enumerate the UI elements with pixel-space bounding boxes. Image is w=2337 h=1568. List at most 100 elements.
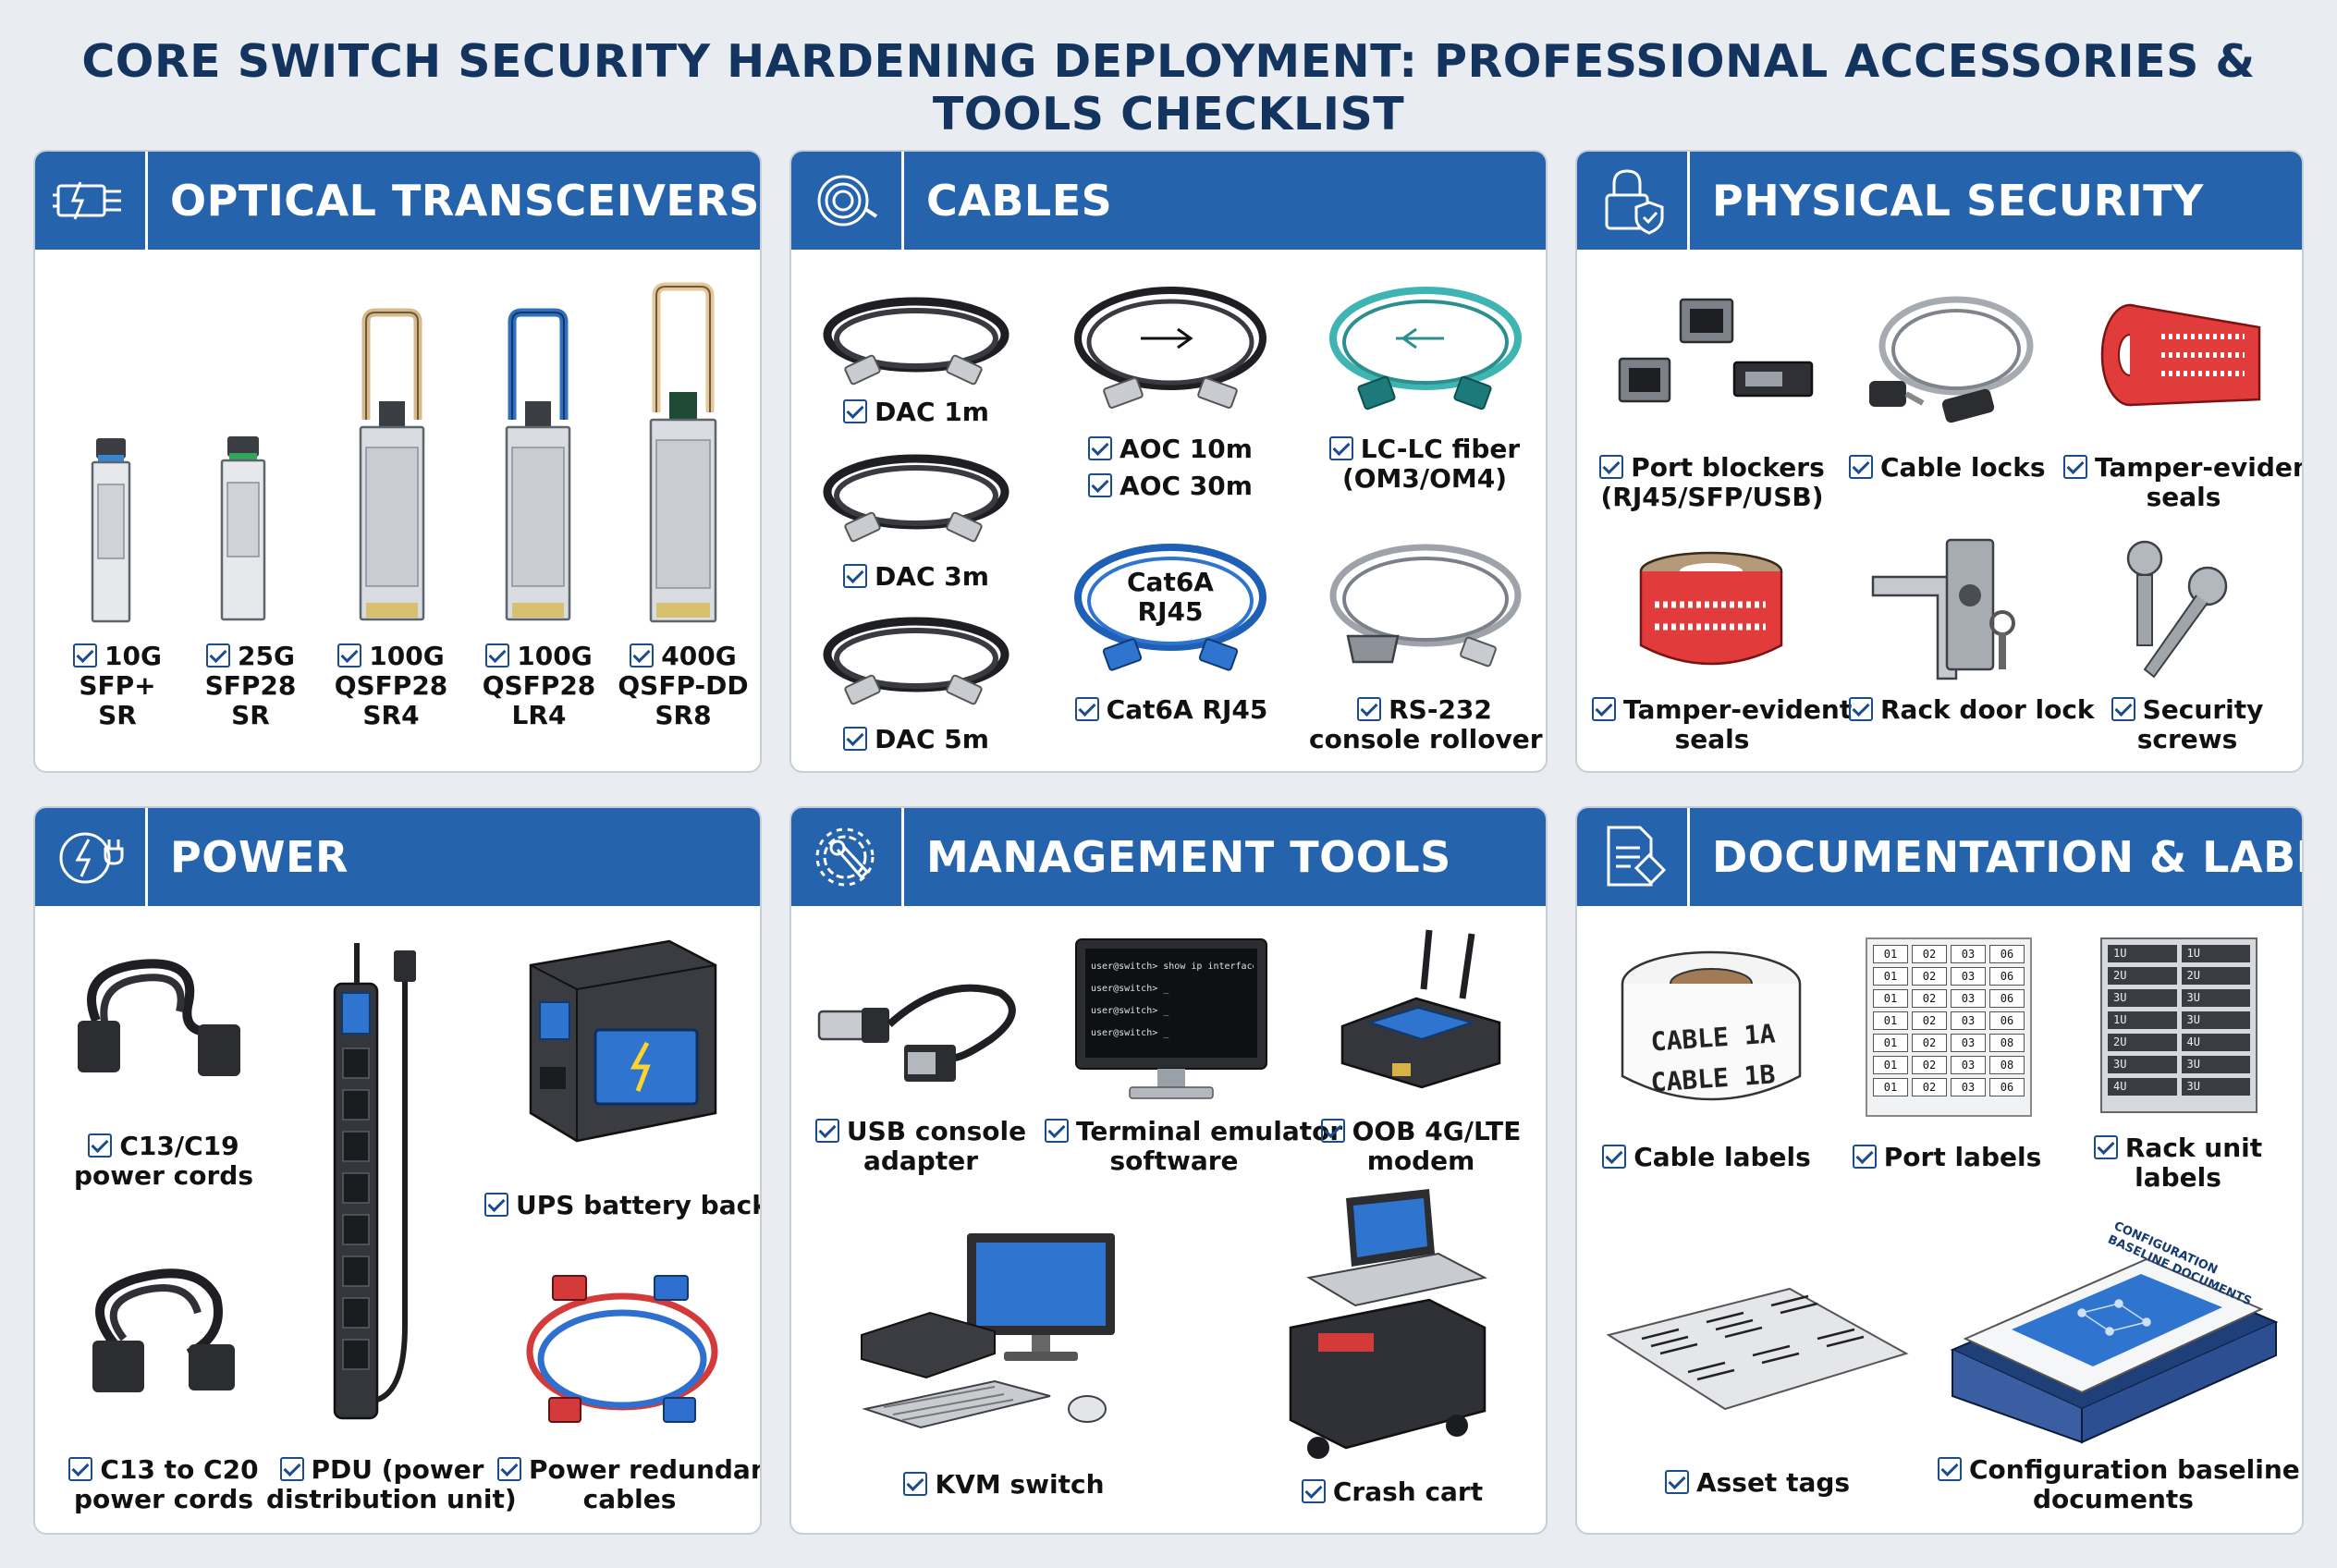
checklist-item-dac-5m[interactable]: DAC 5m xyxy=(810,725,1022,754)
checkbox-checked-icon[interactable] xyxy=(843,727,868,751)
port-label-cell: 01 xyxy=(1873,1078,1908,1096)
checklist-item-tamper-evident-seals-a[interactable]: Tamper-evident seals xyxy=(2063,453,2302,512)
checklist-item-400g-qsfp-dd[interactable]: 400G QSFP-DD SR8 xyxy=(618,641,749,730)
checklist-item-cable-labels[interactable]: Cable labels xyxy=(1596,1143,1817,1172)
checklist-item-aoc-30m[interactable]: AOC 30m xyxy=(1069,472,1272,501)
checklist-item-asset-tags[interactable]: Asset tags xyxy=(1651,1468,1864,1498)
sfp-plus-module-image xyxy=(91,438,131,623)
port-label-cell: 02 xyxy=(1912,945,1947,963)
checklist-item-rs232-console-rollover[interactable]: RS-232 console rollover xyxy=(1309,694,1543,754)
sfp28-module-image xyxy=(220,436,266,621)
checkbox-checked-icon[interactable] xyxy=(1664,1470,1689,1494)
panel-header: PHYSICAL SECURITY xyxy=(1577,152,2302,250)
rack-label-cell: 3U xyxy=(2181,1078,2250,1096)
port-label-cell: 02 xyxy=(1912,1078,1947,1096)
checkbox-checked-icon[interactable] xyxy=(2111,697,2135,721)
checklist-item-cable-locks[interactable]: Cable locks xyxy=(1849,453,2046,483)
gear-wrench-icon xyxy=(791,808,904,906)
checkbox-checked-icon[interactable] xyxy=(843,564,868,588)
checkbox-checked-icon[interactable] xyxy=(1849,697,1873,721)
checkbox-checked-icon[interactable] xyxy=(1357,697,1382,721)
terminal-line: user@switch> _ xyxy=(1091,984,1169,994)
checkbox-checked-icon[interactable] xyxy=(1849,455,1873,479)
checkbox-checked-icon[interactable] xyxy=(1328,436,1353,460)
lc-lc-fiber-cable-image xyxy=(1329,287,1522,410)
checklist-item-kvm-switch[interactable]: KVM switch xyxy=(884,1470,1124,1500)
checklist-item-rack-door-lock[interactable]: Rack door lock xyxy=(1849,695,2095,725)
checkbox-checked-icon[interactable] xyxy=(1592,697,1616,721)
checkbox-checked-icon[interactable] xyxy=(1320,1119,1345,1143)
checkbox-checked-icon[interactable] xyxy=(843,399,868,423)
checklist-item-10g-sfp[interactable]: 10G SFP+ SR xyxy=(48,642,187,730)
checklist-item-pdu[interactable]: PDU (power distribution unit) xyxy=(266,1454,517,1514)
checkbox-checked-icon[interactable] xyxy=(1938,1457,1962,1481)
checklist-item-power-redundancy-cables[interactable]: Power redundancy cables xyxy=(497,1455,760,1514)
c13-c20-power-cord-image xyxy=(92,1268,235,1392)
checkbox-checked-icon[interactable] xyxy=(1852,1145,1877,1169)
checkbox-checked-icon[interactable] xyxy=(1074,697,1099,721)
checklist-item-port-blockers[interactable]: Port blockers (RJ45/SFP/USB) xyxy=(1599,452,1825,512)
panel-header: MANAGEMENT TOOLS xyxy=(791,808,1546,906)
checkbox-checked-icon[interactable] xyxy=(279,1457,304,1481)
port-label-cell: 03 xyxy=(1951,945,1986,963)
checklist-item-security-screws[interactable]: Security screws xyxy=(2095,695,2280,754)
page-title: CORE SWITCH SECURITY HARDENING DEPLOYMEN… xyxy=(81,35,2256,141)
checklist-item-usb-console-adapter[interactable]: USB console adapter xyxy=(801,1117,1041,1176)
checkbox-checked-icon[interactable] xyxy=(2063,455,2087,479)
checklist-item-oob-lte-modem[interactable]: OOB 4G/LTE modem xyxy=(1305,1117,1536,1176)
transceiver-icon xyxy=(35,152,148,250)
port-label-cell: 06 xyxy=(1989,1011,2025,1030)
checkbox-checked-icon[interactable] xyxy=(485,643,510,668)
checklist-item-crash-cart[interactable]: Crash cart xyxy=(1281,1477,1503,1507)
checkbox-checked-icon[interactable] xyxy=(1301,1479,1326,1503)
rack-label-cell: 1U xyxy=(2108,1011,2177,1029)
port-label-cell: 03 xyxy=(1951,1011,1986,1030)
checkbox-checked-icon[interactable] xyxy=(1602,1145,1627,1169)
checkbox-checked-icon[interactable] xyxy=(1045,1119,1069,1143)
checkbox-checked-icon[interactable] xyxy=(88,1133,113,1158)
checklist-item-c13-c20-power-cords[interactable]: C13 to C20 power cords xyxy=(48,1455,279,1514)
dac-3m-cable-image xyxy=(823,454,1009,543)
checkbox-checked-icon[interactable] xyxy=(630,643,655,668)
c13-c19-power-cord-image xyxy=(78,959,240,1076)
checkbox-checked-icon[interactable] xyxy=(814,1119,839,1143)
checkbox-checked-icon[interactable] xyxy=(1088,436,1113,460)
checkbox-checked-icon[interactable] xyxy=(497,1457,521,1481)
port-label-cell: 01 xyxy=(1873,1011,1908,1030)
checkbox-checked-icon[interactable] xyxy=(206,643,231,668)
checklist-item-c13-c19-power-cords[interactable]: C13/C19 power cords xyxy=(73,1131,254,1191)
checklist-item-port-labels[interactable]: Port labels xyxy=(1845,1143,2049,1172)
checklist-item-dac-3m[interactable]: DAC 3m xyxy=(810,562,1022,592)
checklist-item-lc-lc-fiber[interactable]: LC-LC fiber (OM3/OM4) xyxy=(1318,435,1531,494)
checkbox-checked-icon[interactable] xyxy=(1088,473,1113,497)
checklist-item-configuration-baseline-documents[interactable]: Configuration baseline documents xyxy=(1938,1455,2300,1514)
checklist-item-100g-qsfp28-lr4[interactable]: 100G QSFP28 LR4 xyxy=(482,641,596,730)
port-label-cell: 03 xyxy=(1951,1034,1986,1052)
checklist-item-100g-qsfp28-sr4[interactable]: 100G QSFP28 SR4 xyxy=(334,641,448,730)
security-screws-image xyxy=(2126,540,2228,679)
panel-title: POWER xyxy=(170,832,349,882)
cat6a-tag-label: Cat6A RJ45 xyxy=(1127,567,1214,627)
checkbox-checked-icon[interactable] xyxy=(337,643,362,668)
panel-header: POWER xyxy=(35,808,760,906)
checkbox-checked-icon[interactable] xyxy=(903,1472,928,1496)
checklist-item-terminal-emulator-software[interactable]: Terminal emulator software xyxy=(1045,1117,1342,1176)
checklist-item-dac-1m[interactable]: DAC 1m xyxy=(810,398,1022,427)
panel-header: OPTICAL TRANSCEIVERS xyxy=(35,152,760,250)
checklist-item-ups-battery-backup[interactable]: UPS battery backup xyxy=(484,1191,760,1220)
lock-shield-icon xyxy=(1577,152,1690,250)
checklist-item-rack-unit-labels[interactable]: Rack unit labels xyxy=(2076,1133,2280,1193)
checkbox-checked-icon[interactable] xyxy=(484,1193,508,1217)
checkbox-checked-icon[interactable] xyxy=(1599,455,1624,479)
dac-5m-cable-image xyxy=(823,617,1009,705)
checkbox-checked-icon[interactable] xyxy=(73,643,98,668)
qsfp-dd-module-image xyxy=(649,282,717,623)
checklist-item-tamper-evident-seals-b[interactable]: Tamper-evident seals xyxy=(1592,695,1852,754)
checkbox-checked-icon[interactable] xyxy=(2093,1135,2118,1159)
panel-optical-transceivers: OPTICAL TRANSCEIVERS xyxy=(33,150,762,773)
checklist-item-25g-sfp28[interactable]: 25G SFP28 SR xyxy=(204,641,297,730)
checklist-item-cat6a-rj45[interactable]: Cat6A RJ45 xyxy=(1065,695,1278,725)
checklist-item-aoc-10m[interactable]: AOC 10m xyxy=(1069,435,1272,464)
checkbox-checked-icon[interactable] xyxy=(68,1457,93,1481)
